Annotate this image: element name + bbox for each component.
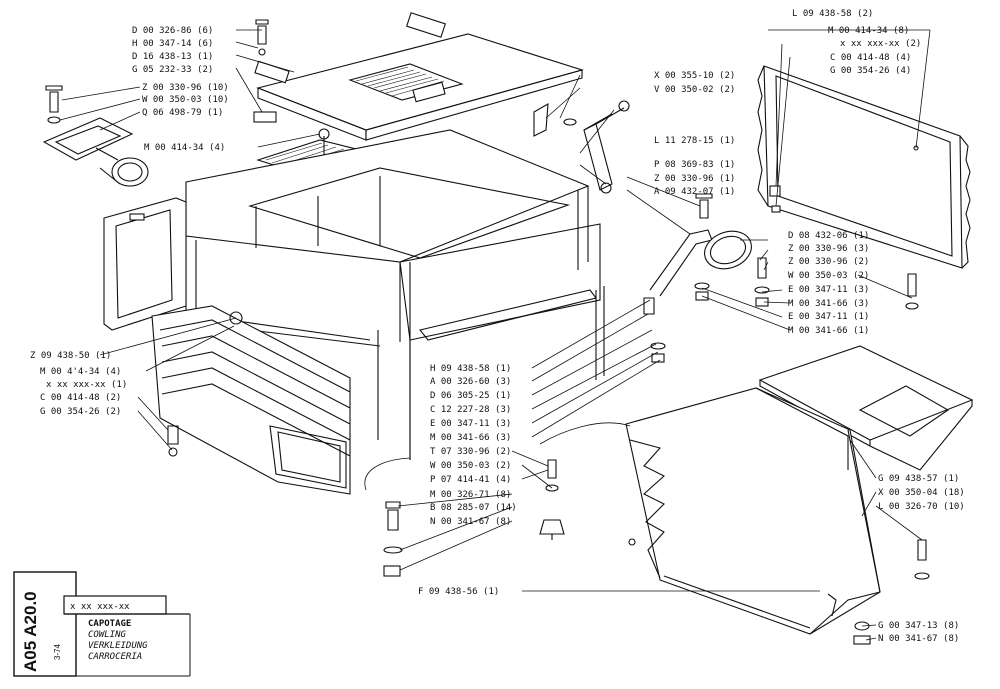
label-bottom-right: L 00 326-70 (10)	[878, 502, 965, 512]
label-right-mid: D 08 432-06 (1)	[788, 231, 869, 241]
label-middle: X 00 355-10 (2)	[654, 71, 735, 81]
label-top-left: D 00 326-86 (6)	[132, 26, 213, 36]
label-center: A 00 326-60 (3)	[430, 377, 511, 387]
label-top-left: W 00 350-03 (10)	[142, 95, 229, 105]
label-left-mid: M 00 4'4-34 (4)	[40, 367, 121, 377]
label-right-mid: M 00 341-66 (3)	[788, 299, 869, 309]
label-left-mid: x xx xxx-xx (1)	[46, 380, 127, 390]
label-center: B 08 285-07 (14)	[430, 503, 517, 513]
title-de: VERKLEIDUNG	[88, 641, 148, 651]
label-center: E 00 347-11 (3)	[430, 419, 511, 429]
label-center: N 00 341-67 (8)	[430, 517, 511, 527]
fastener-stack-center	[539, 459, 565, 540]
label-left-mid: G 00 354-26 (2)	[40, 407, 121, 417]
label-center: D 06 305-25 (1)	[430, 391, 511, 401]
label-right-mid: Z 00 330-96 (2)	[788, 257, 869, 267]
label-right-mid: E 00 347-11 (1)	[788, 312, 869, 322]
label-top-right: C 00 414-48 (4)	[830, 53, 911, 63]
title-fr: CAPOTAGE	[88, 619, 131, 629]
label-middle: V 00 350-02 (2)	[654, 85, 735, 95]
label-center: H 09 438-58 (1)	[430, 364, 511, 374]
right-door-panel	[757, 65, 971, 269]
title-es: CARROCERIA	[88, 652, 142, 662]
label-right-mid: Z 00 330-96 (3)	[788, 244, 869, 254]
drawing-parts	[42, 12, 974, 645]
title-block: A05 A20.0 3-74 x xx xxx-xx CAPOTAGE COWL…	[13, 571, 191, 677]
title-en: COWLING	[88, 630, 127, 640]
label-middle: P 08 369-83 (1)	[654, 160, 735, 170]
label-right-mid: M 00 341-66 (1)	[788, 326, 869, 336]
label-center: P 07 414-41 (4)	[430, 475, 511, 485]
gas-strut	[533, 100, 630, 194]
label-right-mid: W 00 350-03 (2)	[788, 271, 869, 281]
front-louver-panel	[151, 305, 351, 495]
label-top-left: Q 06 498-79 (1)	[142, 108, 223, 118]
label-top-left: G 05 232-33 (2)	[132, 65, 213, 75]
label-top-left: M 00 414-34 (4)	[144, 143, 225, 153]
label-center: M 00 326-71 (8)	[430, 490, 511, 500]
label-top-left: D 16 438-13 (1)	[132, 52, 213, 62]
label-left-mid: C 00 414-48 (2)	[40, 393, 121, 403]
fastener-stack-left	[383, 501, 403, 577]
label-top-left: Z 00 330-96 (10)	[142, 83, 229, 93]
label-middle: L 11 278-15 (1)	[654, 136, 735, 146]
main-frame	[185, 129, 605, 460]
roof-panel	[253, 12, 584, 141]
drawing-code: A05 A20.0	[21, 591, 40, 672]
air-intake-duct	[42, 85, 149, 187]
label-left-mid: Z 09 438-50 (1)	[30, 351, 111, 361]
left-door	[103, 197, 187, 331]
label-center: W 00 350-03 (2)	[430, 461, 511, 471]
label-bottom-right: N 00 341-67 (8)	[878, 634, 959, 644]
label-middle: A 09 432-07 (1)	[654, 187, 735, 197]
label-top-right: x xx xxx-xx (2)	[840, 39, 921, 49]
drawing-date: 3-74	[53, 643, 62, 660]
label-middle: Z 00 330-96 (1)	[654, 174, 735, 184]
label-top-right: M 00 414-34 (8)	[828, 26, 909, 36]
label-bottom-right: G 09 438-57 (1)	[878, 474, 959, 484]
code-box	[13, 571, 77, 677]
lower-cover	[625, 387, 881, 635]
part-labels: D 00 326-86 (6) H 00 347-14 (6) D 16 438…	[30, 9, 965, 644]
part-number: x xx xxx-xx	[70, 602, 130, 612]
fastener-stack-right	[853, 539, 930, 645]
leader-lines	[59, 29, 931, 641]
label-top-left: H 00 347-14 (6)	[132, 39, 213, 49]
label-center: T 07 330-96 (2)	[430, 447, 511, 457]
label-center: M 00 341-66 (3)	[430, 433, 511, 443]
label-top-right: L 09 438-58 (2)	[792, 9, 873, 19]
label-bottom-right: X 00 350-04 (18)	[878, 488, 965, 498]
label-bottom-center: F 09 438-56 (1)	[418, 587, 499, 597]
label-top-right: G 00 354-26 (4)	[830, 66, 911, 76]
label-right-mid: E 00 347-11 (3)	[788, 285, 869, 295]
label-center: C 12 227-28 (3)	[430, 405, 511, 415]
label-bottom-right: G 00 347-13 (8)	[878, 621, 959, 631]
